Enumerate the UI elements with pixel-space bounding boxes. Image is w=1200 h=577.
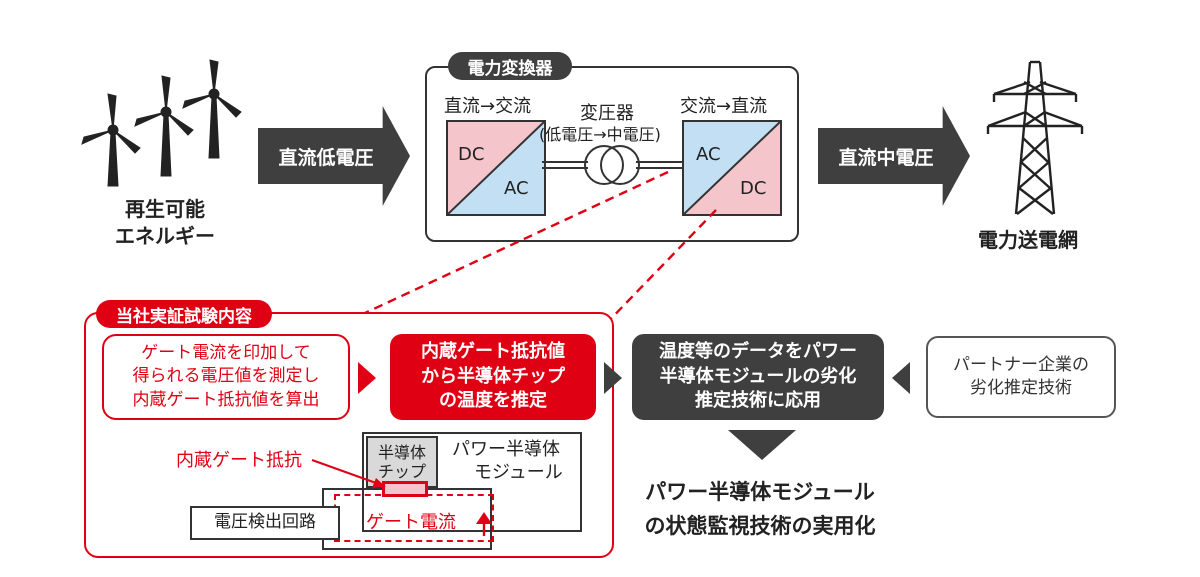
- power-module-label-line1: パワー半導体: [452, 439, 560, 460]
- renewable-label-line1: 再生可能: [125, 197, 205, 221]
- voltage-detection-label: 電圧検出回路: [214, 512, 316, 533]
- gate-current-label: ゲート電流: [366, 512, 456, 533]
- flow-arrow-2: [604, 362, 622, 394]
- step-estimate-temp-box: 内蔵ゲート抵抗値 から半導体チップ の温度を推定: [390, 334, 596, 420]
- test-contents-title-text: 当社実証試験内容: [116, 306, 252, 327]
- result-label: パワー半導体モジュール の状態監視技術の実用化: [630, 476, 890, 543]
- result-line2: の状態監視技術の実用化: [644, 513, 876, 538]
- wind-turbines-icon: [81, 59, 242, 187]
- flow-arrow-1: [358, 362, 376, 394]
- rectifier-ac-label: AC: [696, 144, 721, 165]
- step-estimate-line2: から半導体チップ: [421, 365, 565, 387]
- transformer-icon: [542, 145, 682, 185]
- internal-gate-resistor-label: 内蔵ゲート抵抗: [176, 450, 302, 471]
- ac-to-dc-label: 交流→直流: [680, 96, 768, 117]
- mid-voltage-dc-label: 直流中電圧: [838, 146, 934, 169]
- step-estimate-line1: 内蔵ゲート抵抗値: [421, 340, 565, 362]
- step-measure-line3: 内蔵ゲート抵抗値を算出: [132, 389, 320, 410]
- renewable-label-line2: エネルギー: [115, 224, 215, 248]
- power-grid-label: 電力送電網: [978, 228, 1078, 252]
- transformer-label: 変圧器: [580, 103, 634, 124]
- rectifier-block: AC DC: [682, 120, 782, 216]
- result-down-arrow: [728, 430, 796, 460]
- renewable-energy-label: 再生可能 エネルギー: [90, 196, 240, 250]
- power-converter-title: 電力変換器: [448, 52, 572, 80]
- gate-current-up-arrow: [476, 512, 492, 536]
- power-module-label: パワー半導体 モジュール: [452, 438, 563, 485]
- power-module-box: [362, 432, 582, 532]
- partner-flow-arrow: [892, 362, 910, 394]
- power-converter-frame: [425, 66, 799, 242]
- chip-label-line1: 半導体: [377, 442, 426, 462]
- chip-label-line2: チップ: [377, 462, 426, 481]
- voltage-detection-circuit: 電圧検出回路: [190, 506, 340, 540]
- chip-box: 半導体 チップ: [366, 436, 438, 488]
- low-voltage-dc-label: 直流低電圧: [278, 146, 374, 169]
- dc-to-ac-label: 直流→交流: [444, 96, 532, 117]
- transmission-tower-icon: [986, 60, 1084, 215]
- transformer-sub-label: (低電圧→中電圧): [539, 125, 661, 144]
- apply-degradation-box: 温度等のデータをパワー 半導体モジュールの劣化 推定技術に応用: [632, 334, 884, 420]
- inverter-block: DC AC: [446, 120, 546, 216]
- step-estimate-line3: の温度を推定: [439, 390, 547, 412]
- partner-technology-box: パートナー企業の 劣化推定技術: [926, 336, 1116, 418]
- step-measure-line1: ゲート電流を印加して: [141, 342, 311, 363]
- internal-gate-resistor: [382, 481, 428, 497]
- apply-line1: 温度等のデータをパワー: [659, 340, 857, 362]
- inverter-ac-label: AC: [504, 178, 529, 199]
- inverter-dc-label: DC: [458, 144, 485, 165]
- step-measure-line2: 得られる電圧値を測定し: [132, 366, 320, 387]
- partner-line2: 劣化推定技術: [970, 378, 1072, 398]
- resistor-pointer-arrow: [311, 459, 386, 488]
- power-module-label-line2: モジュール: [474, 462, 563, 484]
- rectifier-dc-label: DC: [740, 178, 767, 199]
- apply-line2: 半導体モジュールの劣化: [659, 365, 857, 387]
- partner-line1: パートナー企業の: [953, 354, 1089, 375]
- result-line1: パワー半導体モジュール: [645, 480, 875, 504]
- apply-line3: 推定技術に応用: [695, 390, 821, 412]
- step-measure-box: ゲート電流を印加して 得られる電圧値を測定し 内蔵ゲート抵抗値を算出: [102, 334, 350, 420]
- power-converter-title-text: 電力変換器: [467, 58, 553, 79]
- test-contents-title: 当社実証試験内容: [96, 300, 272, 328]
